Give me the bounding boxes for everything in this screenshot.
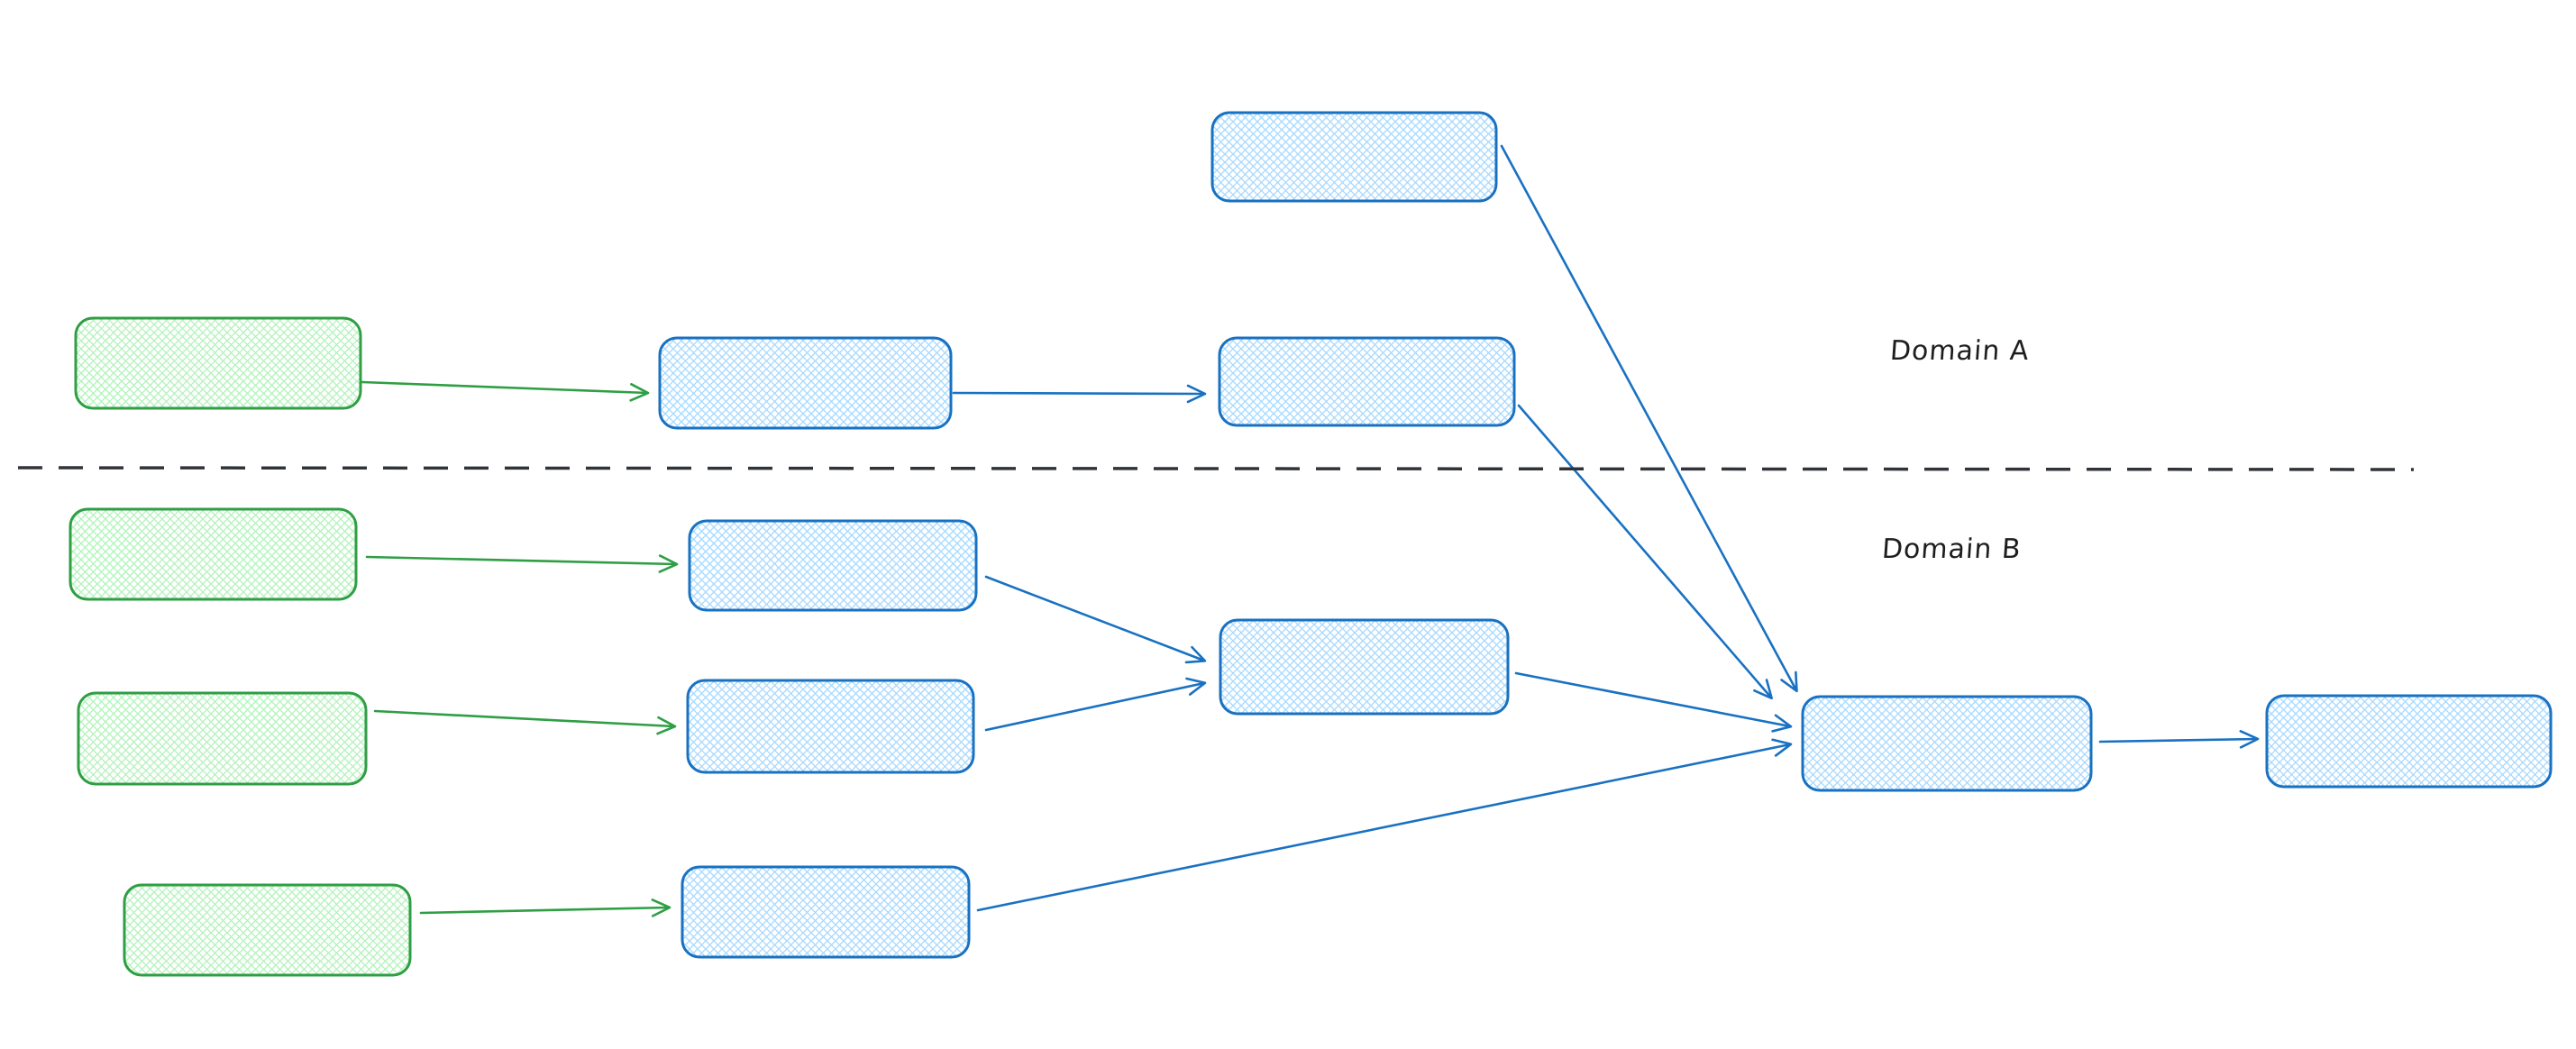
node-merge-b[interactable] [1219, 618, 1510, 716]
arrow-stage1-b3-to-merge-all[interactable] [976, 738, 1793, 912]
node-source-b3[interactable] [123, 883, 412, 977]
arrow-stage1-b1-to-merge-b[interactable] [984, 575, 1207, 664]
domain-a-label[interactable]: Domain A [1888, 335, 2031, 367]
node-source-b1[interactable] [69, 507, 358, 601]
arrow-source-b2-to-stage1-b2[interactable] [373, 709, 677, 735]
node-stage1-a[interactable] [658, 336, 953, 430]
node-stage1-b1[interactable] [688, 519, 978, 612]
arrow-stage2-a-to-merge-all[interactable] [1517, 404, 1773, 700]
arrow-source-b1-to-stage1-b1[interactable] [365, 554, 679, 573]
arrow-merge-b-to-merge-all[interactable] [1514, 671, 1793, 733]
arrow-stage1-a-to-stage2-a[interactable] [952, 384, 1207, 404]
arrow-detached-box-to-merge-all[interactable] [1500, 144, 1798, 693]
node-detached-box-domain-a[interactable] [1210, 111, 1498, 203]
domain-divider-line[interactable] [17, 466, 2415, 471]
domain-b-label[interactable]: Domain B [1880, 534, 2023, 565]
node-merge-all[interactable] [1801, 695, 2093, 792]
node-source-a[interactable] [74, 316, 362, 410]
arrow-source-a-to-stage1-a[interactable] [361, 380, 650, 402]
node-output[interactable] [2265, 694, 2553, 789]
arrow-merge-all-to-output[interactable] [2098, 730, 2260, 749]
node-stage1-b3[interactable] [681, 865, 971, 959]
node-source-b2[interactable] [77, 691, 368, 786]
arrow-source-b3-to-stage1-b3[interactable] [419, 898, 671, 917]
node-stage2-a[interactable] [1218, 336, 1516, 427]
node-stage1-b2[interactable] [686, 679, 975, 774]
arrow-stage1-b2-to-merge-b[interactable] [984, 677, 1207, 732]
